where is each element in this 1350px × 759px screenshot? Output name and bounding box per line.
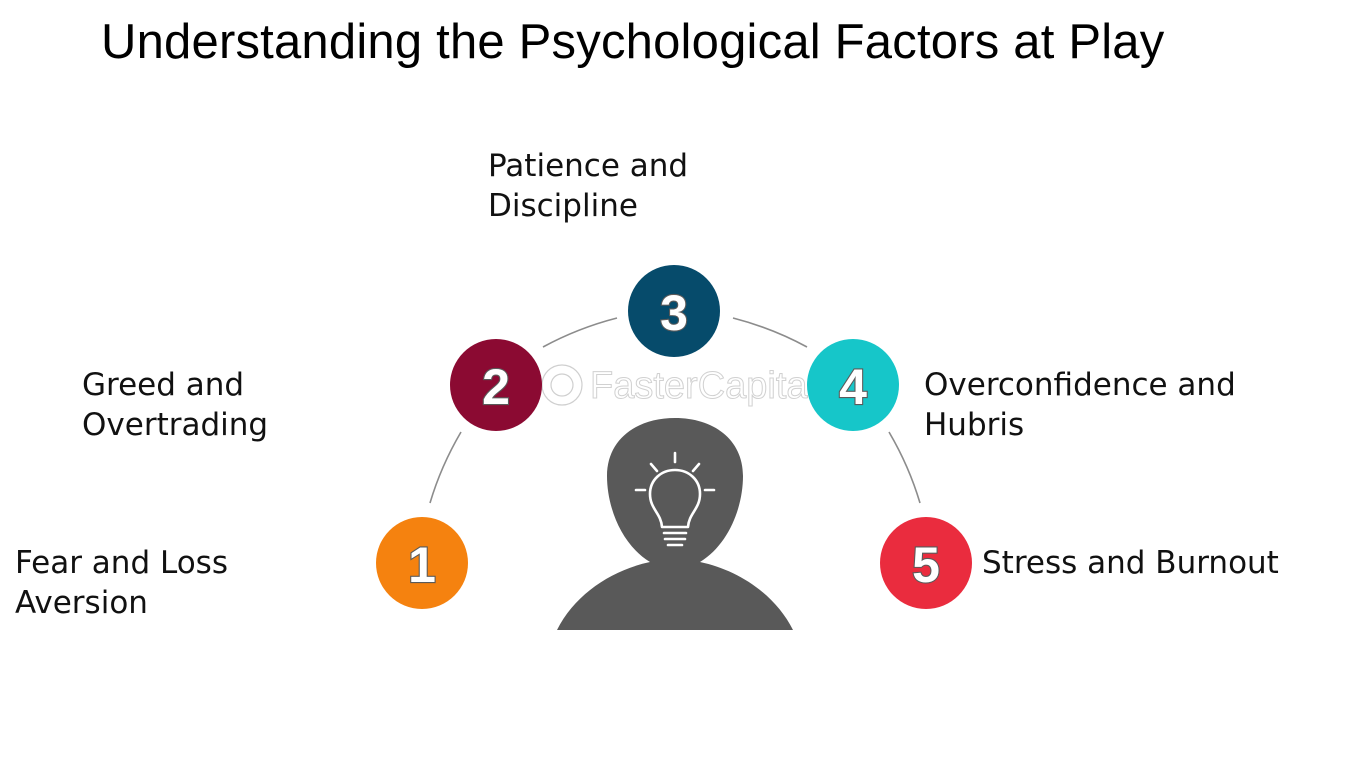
page-title: Understanding the Psychological Factors … [101, 15, 1165, 69]
watermark-text: FasterCapital [590, 365, 816, 407]
step-label-3-line-2: Discipline [488, 188, 638, 224]
step-label-3-line-1: Patience and [488, 148, 689, 184]
step-label-5: Stress and Burnout [982, 543, 1279, 583]
step-label-1-line-2: Aversion [15, 585, 148, 621]
gear-icon [541, 364, 583, 406]
step-number-4: 4 [839, 359, 867, 415]
step-label-4-line-1: Overconfidence and [924, 367, 1236, 403]
step-label-4-line-2: Hubris [924, 407, 1025, 443]
step-circle-5: 5 [880, 517, 972, 609]
step-label-2-line-1: Greed and [82, 367, 245, 403]
step-number-3: 3 [660, 285, 688, 341]
step-label-3: Patience and Discipline [488, 146, 688, 226]
step-label-5-line-1: Stress and Burnout [982, 545, 1279, 581]
step-label-1: Fear and Loss Aversion [15, 543, 228, 623]
step-label-4: Overconfidence and Hubris [924, 365, 1236, 445]
connector-arc [429, 317, 921, 504]
step-label-1-line-1: Fear and Loss [15, 545, 228, 581]
step-circle-3: 3 [628, 265, 720, 357]
step-circle-4: 4 [807, 339, 899, 431]
step-label-2-line-2: Overtrading [82, 407, 269, 443]
step-number-2: 2 [482, 359, 510, 415]
lightbulb-icon [634, 451, 716, 547]
step-number-1: 1 [408, 537, 436, 593]
step-circle-1: 1 [376, 517, 468, 609]
step-label-2: Greed and Overtrading [82, 365, 268, 445]
step-circle-2: 2 [450, 339, 542, 431]
watermark: FasterCapital [541, 364, 816, 408]
head-with-lightbulb-icon [557, 418, 793, 630]
step-number-5: 5 [912, 537, 940, 593]
